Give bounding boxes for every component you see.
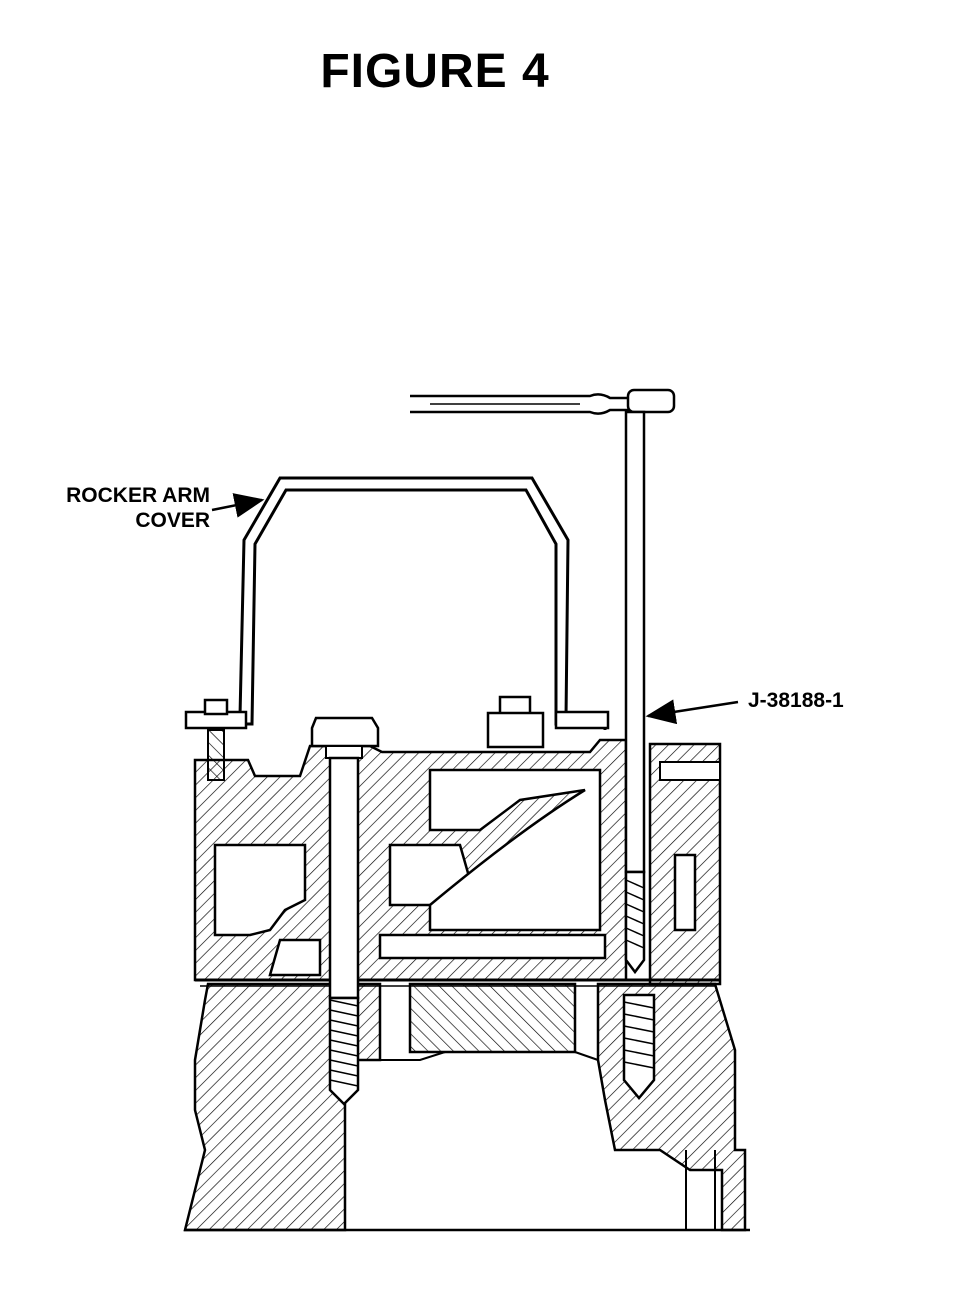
rocker-arm-cover-label: ROCKER ARM COVER bbox=[20, 483, 210, 533]
figure-title: FIGURE 4 bbox=[320, 45, 550, 98]
tap-tool bbox=[410, 388, 676, 1100]
head-bolt bbox=[310, 716, 380, 1106]
rocker-arm-cover-label-line1: ROCKER ARM bbox=[66, 484, 210, 507]
cylinder-head bbox=[193, 738, 722, 987]
rocker-arm-cover bbox=[184, 476, 610, 781]
engine-block bbox=[183, 982, 750, 1232]
rocker-arm-cover-label-line2: COVER bbox=[135, 509, 210, 532]
tool-leader bbox=[645, 699, 739, 725]
rocker-arm-cover-leader bbox=[211, 493, 265, 518]
tool-number-label: J-38188-1 bbox=[748, 689, 844, 712]
